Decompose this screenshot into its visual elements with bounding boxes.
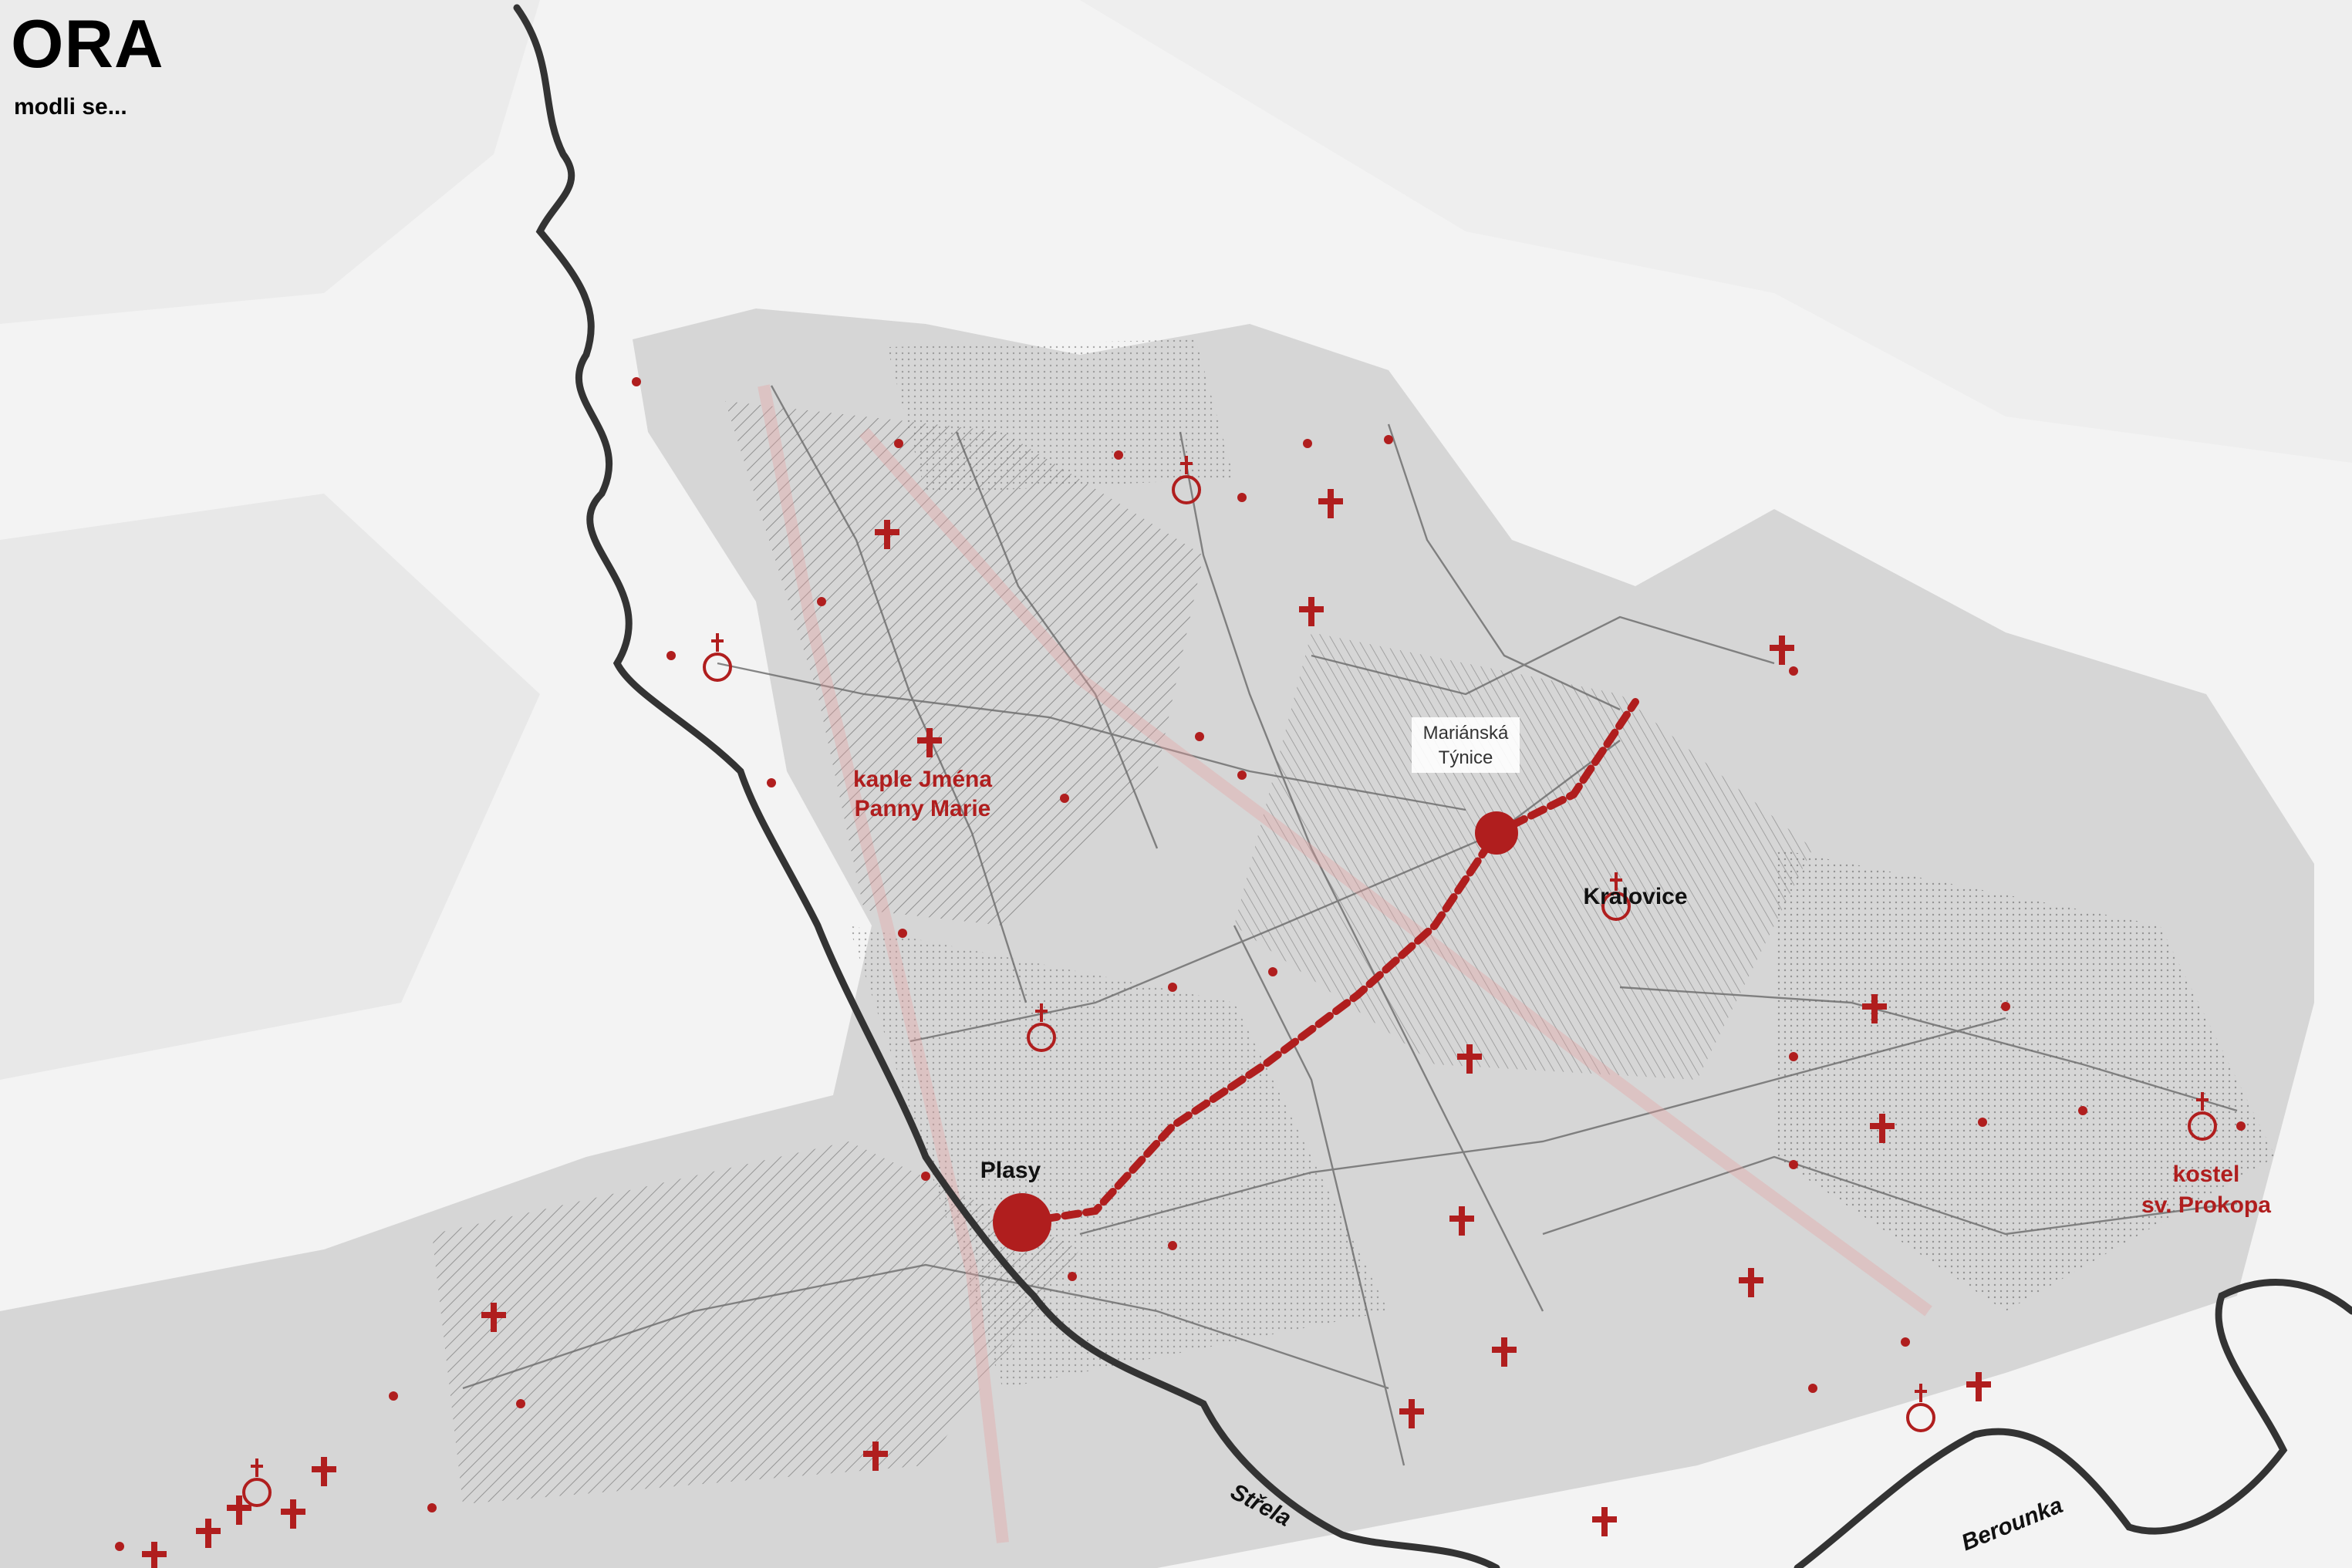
small-dot-icon[interactable] [632, 377, 641, 386]
small-dot-icon[interactable] [2001, 1002, 2010, 1011]
latin-cross-icon[interactable] [281, 1499, 305, 1529]
small-dot-icon[interactable] [1789, 1052, 1798, 1061]
latin-cross-icon[interactable] [1770, 636, 1794, 665]
small-dot-icon[interactable] [767, 778, 776, 787]
latin-cross-icon[interactable] [1399, 1399, 1424, 1428]
small-dot-icon[interactable] [1068, 1272, 1077, 1281]
latin-cross-icon[interactable] [1739, 1268, 1763, 1297]
latin-cross-icon[interactable] [1318, 489, 1343, 518]
small-dot-icon[interactable] [921, 1172, 930, 1181]
small-dot-icon[interactable] [1168, 1241, 1177, 1250]
shrine-markers [115, 377, 2246, 1551]
small-dot-icon[interactable] [1789, 666, 1798, 676]
latin-cross-icon[interactable] [917, 728, 942, 757]
page-subtitle: modli se... [14, 94, 127, 120]
small-dot-icon[interactable] [516, 1399, 525, 1408]
hub-plasy[interactable] [993, 1193, 1051, 1252]
small-dot-icon[interactable] [1168, 983, 1177, 992]
label-plasy: Plasy [980, 1158, 1041, 1183]
pilgrimage-route [1018, 698, 1639, 1226]
circle-with-cross-icon[interactable] [1027, 1003, 1056, 1052]
circle-with-cross-icon[interactable] [242, 1458, 272, 1507]
small-dot-icon[interactable] [1060, 794, 1069, 803]
label-kaple-line1: kaple Jména [853, 767, 992, 792]
latin-cross-icon[interactable] [1870, 1114, 1895, 1143]
circle-with-cross-icon[interactable] [1906, 1384, 1935, 1432]
small-dot-icon[interactable] [898, 929, 907, 938]
latin-cross-icon[interactable] [1299, 597, 1324, 626]
chapel-markers [242, 456, 2217, 1507]
small-dot-icon[interactable] [389, 1391, 398, 1401]
small-dot-icon[interactable] [1237, 771, 1247, 780]
small-dot-icon[interactable] [1237, 493, 1247, 502]
small-dot-icon[interactable] [1789, 1160, 1798, 1169]
latin-cross-icon[interactable] [1457, 1044, 1482, 1074]
small-dot-icon[interactable] [1114, 450, 1123, 460]
latin-cross-icon[interactable] [1492, 1337, 1517, 1367]
latin-cross-icon[interactable] [875, 520, 899, 549]
small-dot-icon[interactable] [894, 439, 903, 448]
latin-cross-icon[interactable] [196, 1519, 221, 1548]
small-dot-icon[interactable] [1808, 1384, 1817, 1393]
hub-marianska[interactable] [1475, 811, 1518, 855]
latin-cross-icon[interactable] [1592, 1507, 1617, 1536]
circle-with-cross-icon[interactable] [1601, 872, 1631, 921]
small-dot-icon[interactable] [1384, 435, 1393, 444]
latin-cross-icon[interactable] [1862, 994, 1887, 1023]
page-title: ORA [11, 5, 164, 82]
hub-markers [993, 811, 1518, 1252]
marianska-label-bg [1412, 717, 1520, 773]
historic-route-faint [758, 384, 1932, 1543]
rivers [513, 4, 2352, 1568]
small-dot-icon[interactable] [1978, 1118, 1987, 1127]
small-dot-icon[interactable] [115, 1542, 124, 1551]
small-dot-icon[interactable] [1901, 1337, 1910, 1347]
circle-with-cross-icon[interactable] [2188, 1092, 2217, 1141]
road-network [462, 385, 2238, 1466]
label-kralovice: Kralovice [1583, 884, 1687, 909]
latin-cross-icon[interactable] [227, 1496, 251, 1525]
circle-with-cross-icon[interactable] [703, 633, 732, 682]
small-dot-icon[interactable] [2236, 1121, 2246, 1131]
latin-cross-icon[interactable] [481, 1303, 506, 1332]
label-marianska-line2: Týnice [1439, 747, 1493, 768]
latin-cross-icon[interactable] [312, 1457, 336, 1486]
label-kostel-line2: sv. Prokopa [2141, 1192, 2271, 1218]
latin-cross-icon[interactable] [1966, 1372, 1991, 1401]
label-kaple-line2: Panny Marie [855, 796, 991, 821]
small-dot-icon[interactable] [427, 1503, 437, 1512]
label-marianska-line1: Mariánská [1423, 723, 1509, 744]
small-dot-icon[interactable] [1303, 439, 1312, 448]
latin-cross-icon[interactable] [142, 1542, 167, 1568]
small-dot-icon[interactable] [1195, 732, 1204, 741]
latin-cross-icon[interactable] [1449, 1206, 1474, 1236]
river-berounka [1794, 1279, 2352, 1568]
small-dot-icon[interactable] [2078, 1106, 2087, 1115]
small-dot-icon[interactable] [1268, 967, 1277, 976]
river-strela [513, 4, 1500, 1568]
church-markers [142, 489, 1991, 1568]
label-kostel-line1: kostel [2173, 1162, 2240, 1187]
small-dot-icon[interactable] [666, 651, 676, 660]
study-region [0, 309, 2314, 1568]
latin-cross-icon[interactable] [863, 1442, 888, 1471]
small-dot-icon[interactable] [817, 597, 826, 606]
circle-with-cross-icon[interactable] [1172, 456, 1201, 504]
